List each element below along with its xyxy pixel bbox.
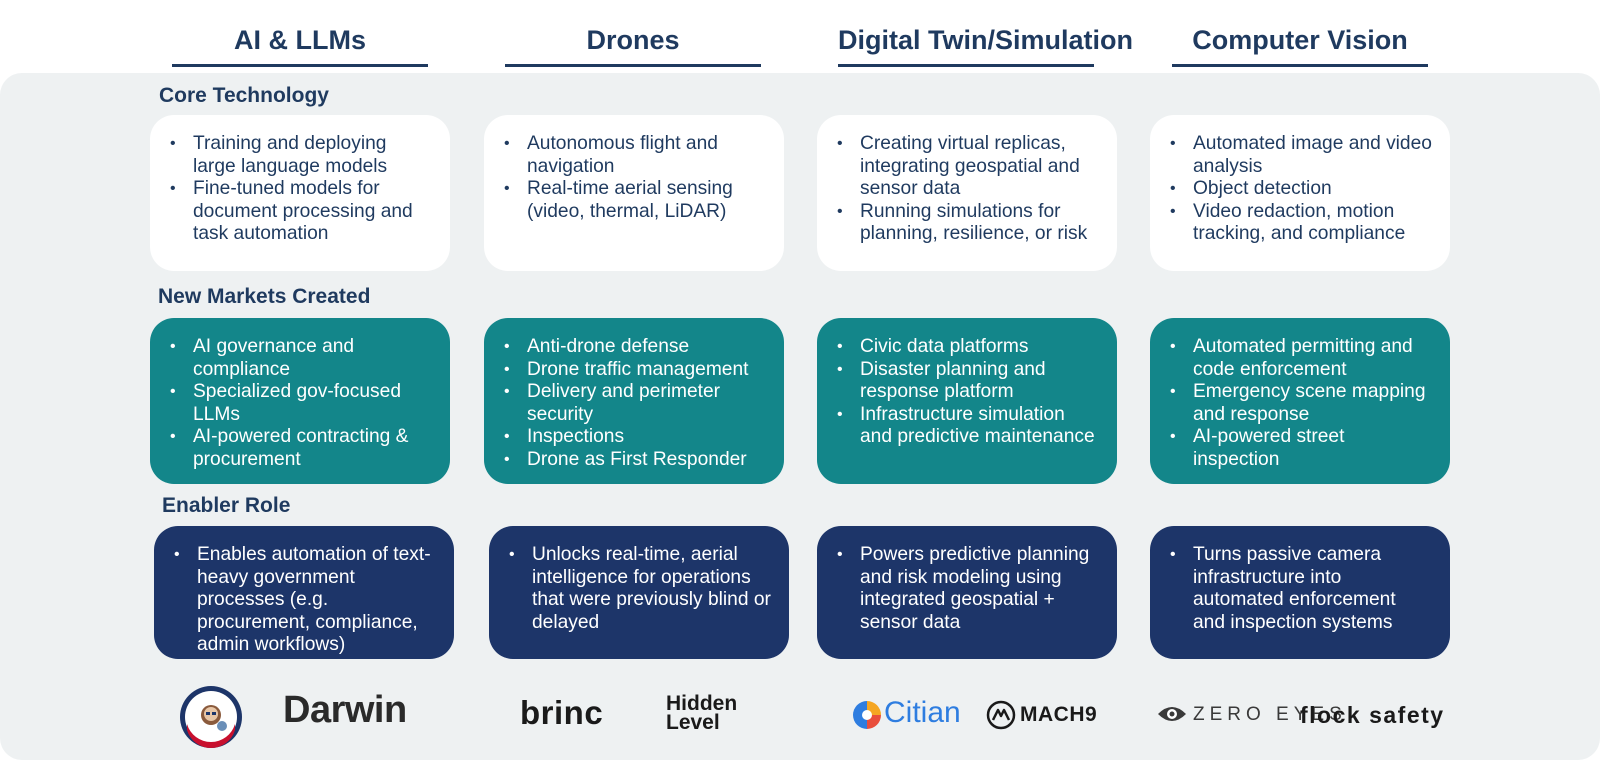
seal-logo-icon	[180, 686, 242, 748]
bullet-item: AI-powered contracting & procurement	[166, 426, 432, 471]
bullet-item: AI-powered street inspection	[1166, 426, 1432, 471]
bullet-item: Infrastructure simulation and predictive…	[833, 404, 1099, 449]
bullet-item: Creating virtual replicas, integrating g…	[833, 133, 1099, 201]
bullet-item: Autonomous flight and navigation	[500, 133, 766, 178]
markets-card-digital-twin: Civic data platforms Disaster planning a…	[817, 318, 1117, 484]
bullet-item: Video redaction, motion tracking, and co…	[1166, 201, 1432, 246]
bullet-item: Turns passive camera infrastructure into…	[1166, 544, 1432, 634]
enabler-card-computer-vision: Turns passive camera infrastructure into…	[1150, 526, 1450, 659]
hidden-level-line2: Level	[666, 711, 720, 734]
core-card-computer-vision: Automated image and video analysis Objec…	[1150, 115, 1450, 271]
bullet-item: Delivery and perimeter security	[500, 381, 766, 426]
zeroeyes-logo: ZERO EYES	[1193, 704, 1347, 725]
column-title: Digital Twin/Simulation	[838, 25, 1133, 55]
mach9-logo-icon	[986, 700, 1016, 730]
bullet-item: Anti-drone defense	[500, 336, 766, 359]
citian-logo-icon	[853, 701, 881, 729]
bullet-item: Real-time aerial sensing (video, thermal…	[500, 178, 766, 223]
column-header-digital-twin: Digital Twin/Simulation	[838, 22, 1133, 67]
header-underline	[1172, 64, 1428, 67]
citian-logo: Citian	[884, 696, 961, 729]
mach9-logo: MACH9	[1020, 703, 1098, 726]
bullet-item: Enables automation of text-heavy governm…	[170, 544, 436, 657]
row-label-new-markets: New Markets Created	[158, 285, 371, 308]
bullet-item: Inspections	[500, 426, 766, 449]
brinc-logo: brinc	[520, 694, 604, 731]
row-label-core-technology: Core Technology	[159, 84, 329, 107]
column-header-computer-vision: Computer Vision	[1172, 22, 1428, 67]
bullet-item: Specialized gov-focused LLMs	[166, 381, 432, 426]
row-label-enabler-role: Enabler Role	[162, 494, 291, 517]
darwin-logo: Darwin	[283, 689, 407, 731]
header-underline	[505, 64, 761, 67]
bullet-item: Emergency scene mapping and response	[1166, 381, 1432, 426]
bullet-item: Drone traffic management	[500, 359, 766, 382]
bullet-item: Training and deploying large language mo…	[166, 133, 432, 178]
bullet-item: Automated image and video analysis	[1166, 133, 1432, 178]
markets-card-drones: Anti-drone defense Drone traffic managem…	[484, 318, 784, 484]
column-header-drones: Drones	[505, 22, 761, 67]
bullet-item: AI governance and compliance	[166, 336, 432, 381]
bullet-item: Object detection	[1166, 178, 1432, 201]
markets-card-ai: AI governance and compliance Specialized…	[150, 318, 450, 484]
core-card-ai: Training and deploying large language mo…	[150, 115, 450, 271]
bullet-item: Running simulations for planning, resili…	[833, 201, 1099, 246]
hidden-level-line1: Hidden	[666, 692, 738, 715]
bullet-item: Powers predictive planning and risk mode…	[833, 544, 1099, 634]
header-underline	[838, 64, 1094, 67]
enabler-card-drones: Unlocks real-time, aerial intelligence f…	[489, 526, 789, 659]
column-header-ai: AI & LLMs	[172, 22, 428, 67]
hidden-level-logo: Hidden Level	[666, 692, 738, 734]
core-card-digital-twin: Creating virtual replicas, integrating g…	[817, 115, 1117, 271]
bullet-item: Unlocks real-time, aerial intelligence f…	[505, 544, 771, 634]
bullet-item: Civic data platforms	[833, 336, 1099, 359]
column-title: AI & LLMs	[234, 25, 366, 55]
column-title: Computer Vision	[1192, 25, 1408, 55]
flock-safety-logo: flock safety	[1300, 702, 1445, 728]
bullet-item: Automated permitting and code enforcemen…	[1166, 336, 1432, 381]
markets-card-computer-vision: Automated permitting and code enforcemen…	[1150, 318, 1450, 484]
zeroeyes-logo-icon	[1158, 707, 1186, 721]
core-card-drones: Autonomous flight and navigation Real-ti…	[484, 115, 784, 271]
bullet-item: Drone as First Responder	[500, 449, 766, 472]
header-underline	[172, 64, 428, 67]
enabler-card-digital-twin: Powers predictive planning and risk mode…	[817, 526, 1117, 659]
column-title: Drones	[586, 25, 680, 55]
bullet-item: Fine-tuned models for document processin…	[166, 178, 432, 246]
enabler-card-ai: Enables automation of text-heavy governm…	[154, 526, 454, 659]
bullet-item: Disaster planning and response platform	[833, 359, 1099, 404]
